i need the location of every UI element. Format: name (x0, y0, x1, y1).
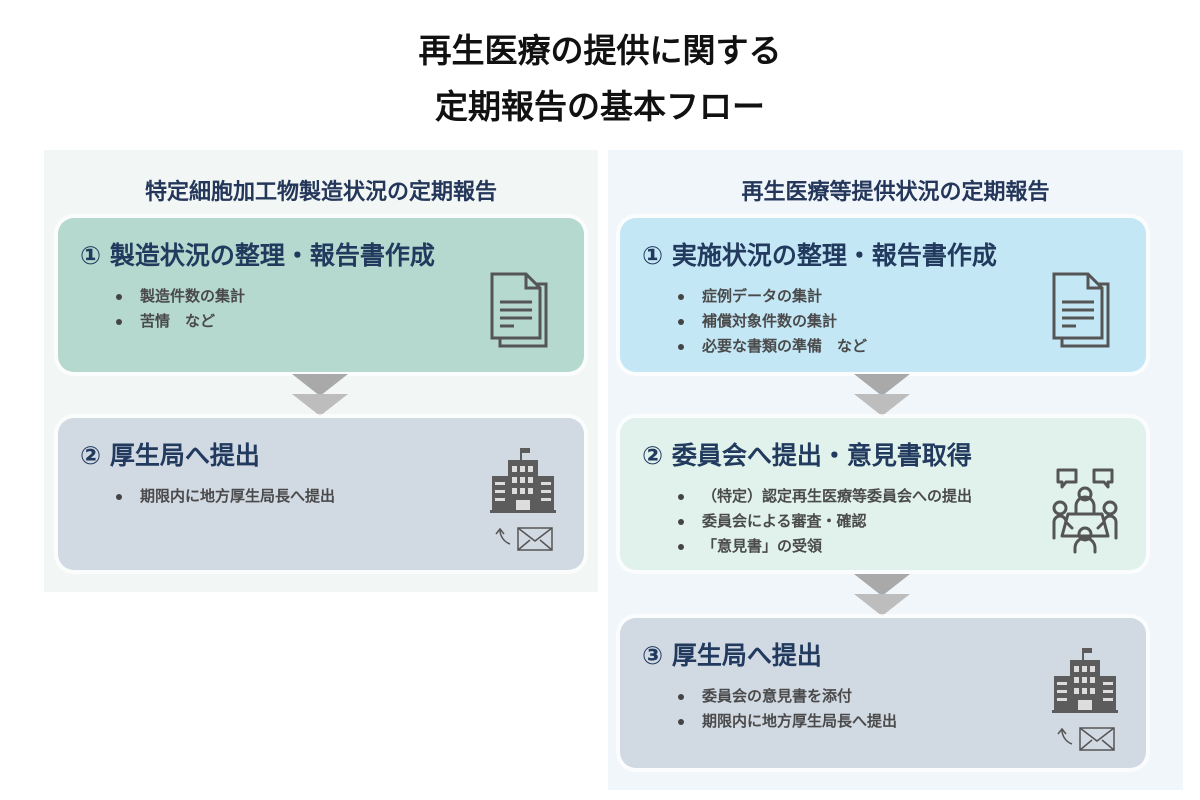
left-step2-title: ② 厚生局へ提出 (80, 441, 260, 470)
flow-arrow (854, 574, 910, 616)
meeting-icon (1052, 468, 1118, 554)
right-panel: 再生医療等提供状況の定期報告 ① 実施状況の整理・報告書作成 症例データの集計補… (608, 150, 1183, 790)
list-item: 補償対象件数の集計 (678, 309, 867, 334)
list-item: （特定）認定再生医療等委員会への提出 (678, 484, 972, 509)
document-icon (1052, 272, 1110, 348)
flow-arrow (292, 374, 348, 416)
right-step2-card: ② 委員会へ提出・意見書取得 （特定）認定再生医療等委員会への提出委員会による審… (620, 418, 1146, 570)
title-line2: 定期報告の基本フロー (435, 87, 765, 126)
list-item: 期限内に地方厚生局長へ提出 (116, 484, 335, 509)
right-step2-title: ② 委員会へ提出・意見書取得 (642, 441, 972, 470)
document-icon (490, 272, 548, 348)
right-step1-card: ① 実施状況の整理・報告書作成 症例データの集計補償対象件数の集計必要な書類の準… (620, 218, 1146, 372)
left-step1-card: ① 製造状況の整理・報告書作成 製造件数の集計苦情 など (58, 218, 584, 372)
list-item: 苦情 など (116, 309, 245, 334)
left-step2-card: ② 厚生局へ提出 期限内に地方厚生局長へ提出 (58, 418, 584, 570)
flow-arrow (854, 374, 910, 416)
left-panel-heading: 特定細胞加工物製造状況の定期報告 (144, 180, 497, 205)
list-item: 「意見書」の受領 (678, 534, 972, 559)
left-step1-title: ① 製造状況の整理・報告書作成 (80, 241, 435, 270)
government-building-icon (490, 447, 557, 551)
government-building-icon (1052, 647, 1119, 751)
title-line1: 再生医療の提供に関する (418, 31, 782, 70)
list-item: 期限内に地方厚生局長へ提出 (678, 709, 897, 734)
list-item: 症例データの集計 (678, 284, 867, 309)
right-panel-heading: 再生医療等提供状況の定期報告 (741, 180, 1050, 205)
right-step3-title: ③ 厚生局へ提出 (642, 641, 822, 670)
list-item: 製造件数の集計 (116, 284, 245, 309)
list-item: 必要な書類の準備 など (678, 334, 867, 359)
left-panel: 特定細胞加工物製造状況の定期報告 ① 製造状況の整理・報告書作成 製造件数の集計… (44, 150, 598, 592)
list-item: 委員会による審査・確認 (678, 509, 972, 534)
right-step3-card: ③ 厚生局へ提出 委員会の意見書を添付期限内に地方厚生局長へ提出 (620, 618, 1146, 768)
list-item: 委員会の意見書を添付 (678, 684, 897, 709)
right-step1-title: ① 実施状況の整理・報告書作成 (642, 241, 997, 270)
